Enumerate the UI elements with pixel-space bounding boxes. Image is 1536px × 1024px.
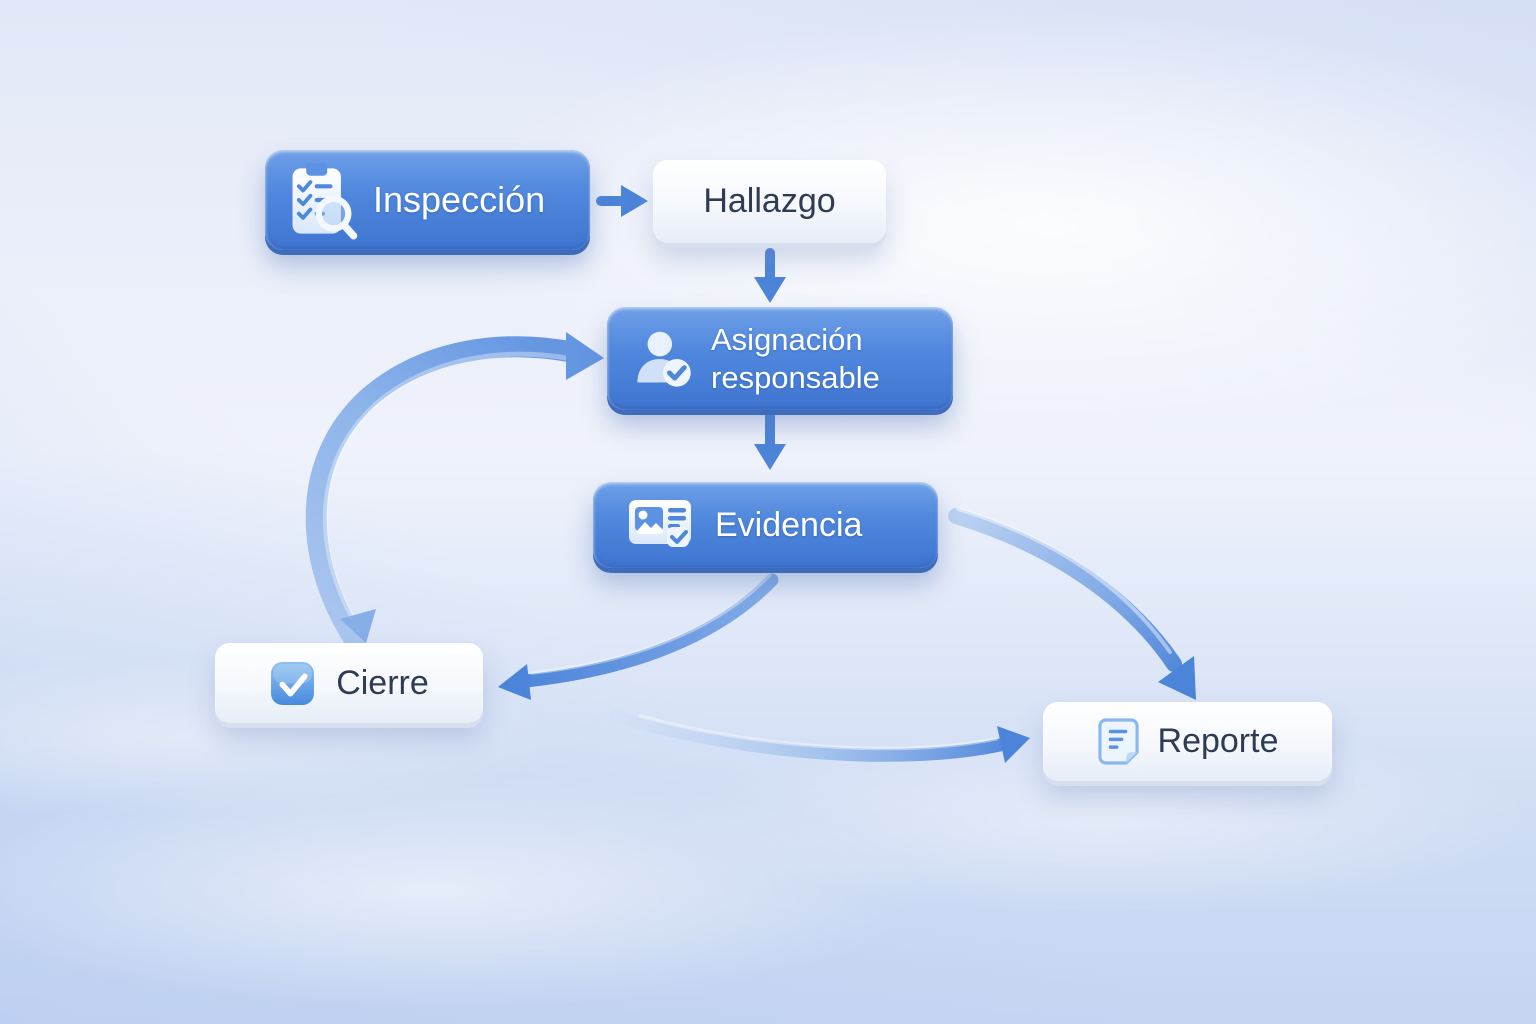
arrow-cierre-asignacion bbox=[305, 332, 604, 653]
node-reporte[interactable]: Reporte bbox=[1043, 702, 1332, 781]
person-check-icon bbox=[631, 329, 695, 389]
node-evidencia[interactable]: Evidencia bbox=[593, 482, 938, 568]
node-asignacion[interactable]: Asignación responsable bbox=[607, 307, 953, 410]
node-label: Asignación responsable bbox=[711, 322, 880, 395]
document-icon bbox=[1097, 717, 1140, 766]
node-label: Evidencia bbox=[715, 505, 863, 544]
arrow-evidencia-cierre bbox=[498, 573, 779, 700]
checkbox-icon bbox=[269, 660, 316, 707]
clipboard-search-icon bbox=[285, 160, 359, 240]
node-label: Inspección bbox=[373, 179, 546, 220]
node-cierre[interactable]: Cierre bbox=[215, 643, 483, 723]
arrow-asignacion-cierre-head bbox=[340, 609, 376, 643]
arrow-asignacion-evidencia bbox=[754, 411, 786, 470]
photo-evidence-icon bbox=[627, 496, 693, 554]
node-label: Hallazgo bbox=[703, 182, 836, 220]
node-label: Cierre bbox=[336, 663, 429, 702]
arrow-inspeccion-hallazgo bbox=[596, 185, 648, 217]
node-inspeccion[interactable]: Inspección bbox=[265, 150, 590, 250]
node-hallazgo[interactable]: Hallazgo bbox=[653, 160, 886, 243]
arrow-evidencia-reporte bbox=[948, 507, 1196, 700]
arrow-cierre-reporte bbox=[608, 709, 1030, 763]
node-label: Reporte bbox=[1157, 722, 1279, 760]
arrow-hallazgo-asignacion bbox=[754, 248, 786, 303]
